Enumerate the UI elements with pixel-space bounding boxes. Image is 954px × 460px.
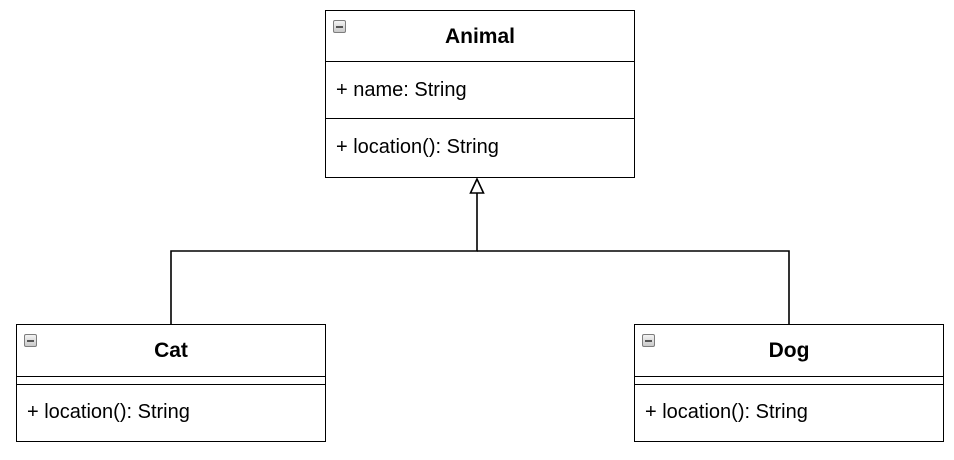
operations-compartment: + location(): String	[17, 385, 325, 440]
collapse-minus-icon[interactable]	[333, 20, 346, 33]
collapse-minus-icon[interactable]	[24, 334, 37, 347]
class-header: Dog	[635, 325, 943, 377]
generalization-edge-dog[interactable]	[477, 250, 790, 324]
operations-compartment: + location(): String	[635, 385, 943, 440]
operation: + location(): String	[336, 135, 499, 158]
attributes-compartment	[635, 377, 943, 385]
attribute: + name: String	[336, 78, 467, 101]
class-header: Animal	[326, 11, 634, 62]
collapse-minus-icon[interactable]	[642, 334, 655, 347]
class-cat[interactable]: Cat + location(): String	[16, 324, 326, 442]
class-dog[interactable]: Dog + location(): String	[634, 324, 944, 442]
attributes-compartment	[17, 377, 325, 385]
operation: + location(): String	[27, 401, 190, 423]
class-header: Cat	[17, 325, 325, 377]
attributes-compartment: + name: String	[326, 62, 634, 119]
inheritance-arrowhead	[469, 177, 485, 194]
operations-compartment: + location(): String	[326, 119, 634, 175]
class-animal[interactable]: Animal + name: String + location(): Stri…	[325, 10, 635, 178]
class-name: Animal	[444, 24, 515, 48]
class-name: Dog	[768, 339, 810, 362]
class-name: Cat	[154, 339, 188, 362]
generalization-edge-cat[interactable]	[170, 193, 478, 324]
operation: + location(): String	[645, 401, 808, 423]
